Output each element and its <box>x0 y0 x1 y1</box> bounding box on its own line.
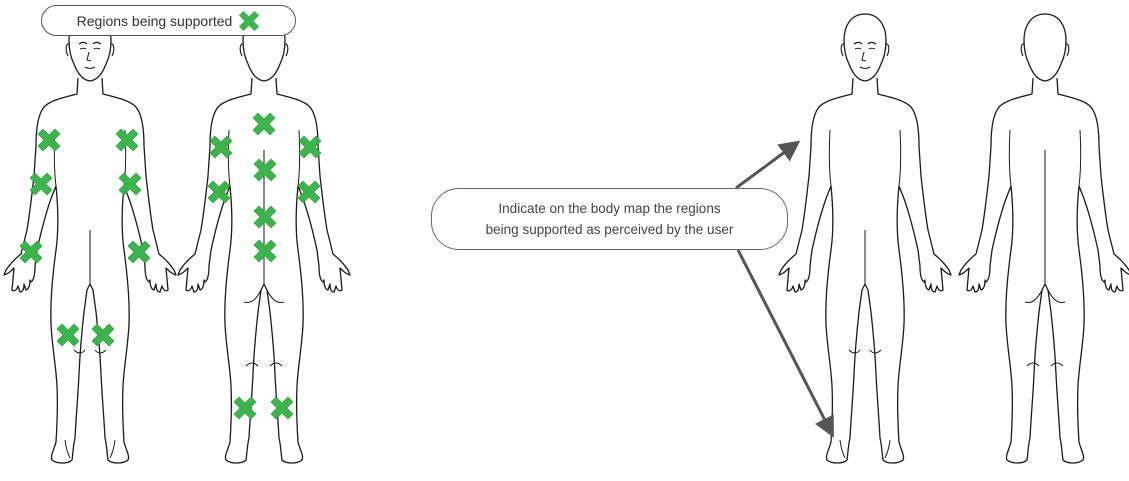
marker-mid-spine-back <box>253 158 277 182</box>
marker-left-calf-back <box>233 396 257 420</box>
marker-right-arm-back <box>297 180 321 204</box>
marker-right-upper-arm-front <box>118 172 142 196</box>
marker-left-knee-front <box>56 323 80 347</box>
marker-lower-spine-back <box>253 205 277 229</box>
legend: Regions being supported <box>41 5 296 36</box>
marker-right-calf-back <box>270 396 294 420</box>
legend-label: Regions being supported <box>76 12 233 29</box>
callout-line-1: Indicate on the body map the regions <box>498 201 721 216</box>
right-front-figure <box>778 13 952 464</box>
marker-left-arm-back <box>207 180 231 204</box>
arrow-to-upper-body <box>735 140 801 190</box>
marker-upper-spine-back <box>252 112 276 136</box>
callout-line-2: being supported as perceived by the user <box>485 222 734 237</box>
arrow-to-lower-body <box>736 249 834 438</box>
marker-left-wrist-front <box>19 240 43 264</box>
marker-right-knee-front <box>91 323 115 347</box>
left-front-figure <box>3 13 177 464</box>
marker-right-wrist-front <box>127 240 151 264</box>
left-back-figure <box>177 13 351 464</box>
right-back-figure <box>958 13 1129 464</box>
green-cross-icon <box>239 10 260 31</box>
marker-lumbar-back <box>253 239 277 263</box>
marker-right-shoulder-front <box>115 128 139 152</box>
marker-left-shoulder-front <box>37 128 61 152</box>
instruction-callout: Indicate on the body map the regions bei… <box>431 188 788 250</box>
